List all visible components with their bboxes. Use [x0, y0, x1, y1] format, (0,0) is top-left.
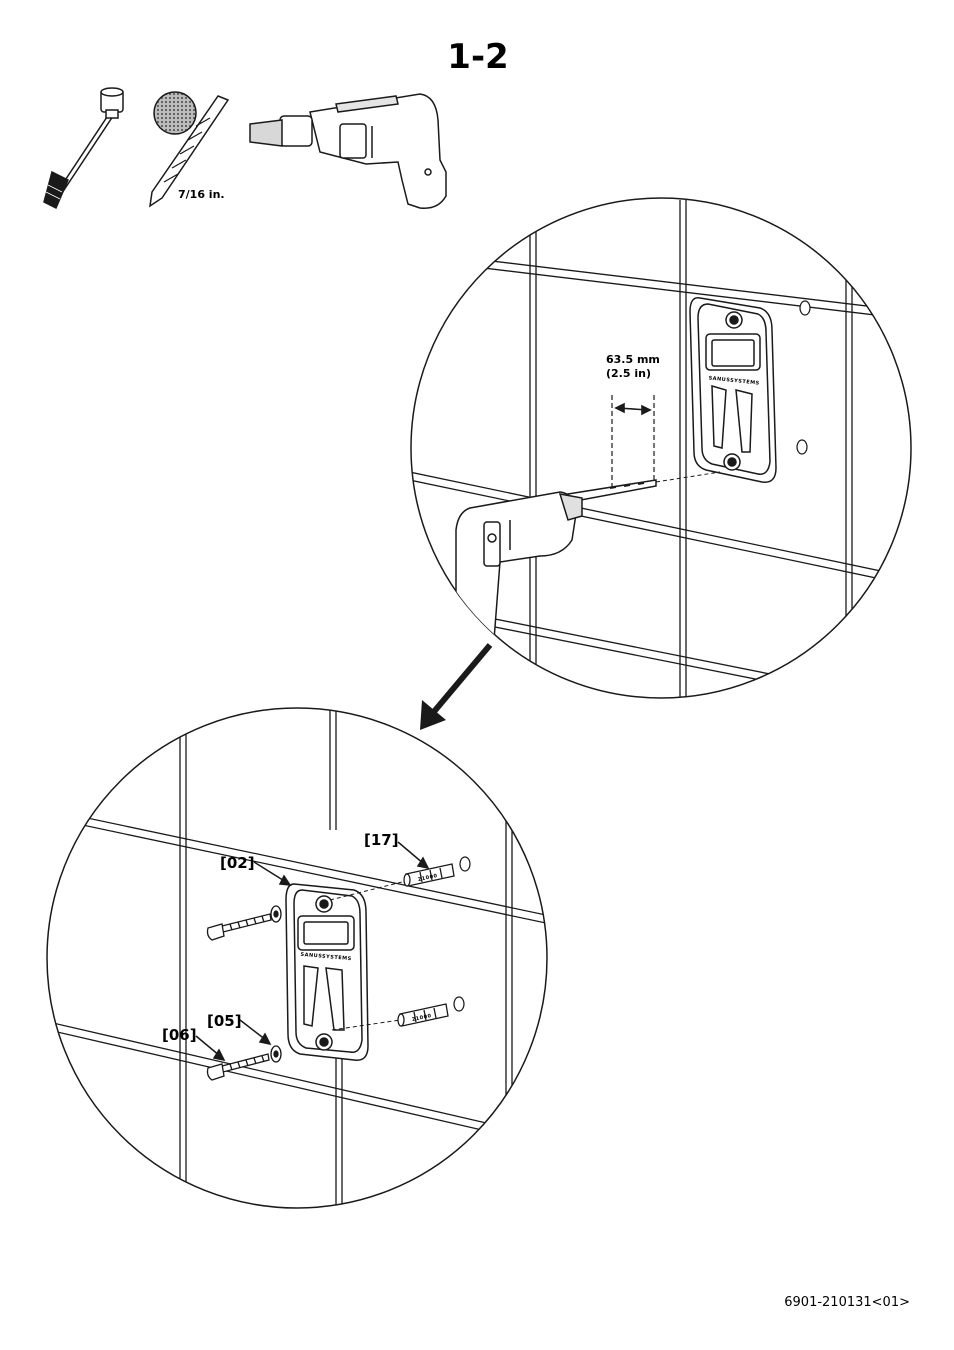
socket-wrench-icon — [43, 87, 124, 210]
dimension-imperial: (2.5 in) — [606, 367, 651, 380]
bracket-brand-bottom: SANUSSYSTEMS — [300, 952, 352, 962]
step-title: 1-2 — [447, 37, 508, 77]
sequence-arrow — [420, 643, 493, 730]
anchor-mark-lower: 21000 — [411, 1013, 432, 1023]
tools-row: 7/16 in. — [43, 87, 447, 210]
anchor-hole-upper — [459, 856, 471, 872]
anchor-hole-lower — [453, 996, 465, 1012]
dimension-metric: 63.5 mm — [606, 353, 660, 366]
bracket-brand-top: SANUSSYSTEMS — [708, 375, 760, 386]
drill-bit-icon — [149, 91, 230, 208]
wall-bracket — [689, 297, 777, 483]
callout-anchor: [17] — [364, 831, 399, 849]
leader-washer — [239, 1019, 272, 1046]
dimension-arrow — [614, 402, 652, 416]
pilot-hole-upper — [799, 300, 811, 316]
wall-bracket-mounted — [285, 883, 369, 1061]
wall-anchor-lower — [397, 1003, 449, 1027]
detail-mounting: SANUSSYSTEMS 21000 21000 — [46, 707, 548, 1209]
anchor-mark-upper: 21000 — [417, 873, 438, 883]
document-code: 6901-210131<01> — [784, 1295, 910, 1310]
callout-bracket: [02] — [220, 854, 255, 872]
leader-anchor — [397, 841, 430, 870]
pilot-hole-lower — [796, 439, 808, 455]
leader-bracket — [253, 861, 292, 886]
drill-bit-size: 7/16 in. — [178, 188, 225, 201]
lag-bolt-upper — [206, 913, 272, 941]
callout-bolt: [06] — [162, 1026, 197, 1044]
callout-washer: [05] — [207, 1012, 242, 1030]
washer-upper — [270, 905, 282, 923]
power-drill-icon — [249, 93, 447, 209]
leader-bolt — [195, 1035, 226, 1062]
detail-drilling: SANUSSYSTEMS 63.5 mm (2.5 in) — [410, 197, 912, 699]
power-drill-in-use-icon — [455, 479, 657, 652]
wall-anchor-upper — [403, 863, 455, 887]
washer-lower — [270, 1045, 282, 1063]
lag-bolt-lower — [206, 1053, 270, 1081]
